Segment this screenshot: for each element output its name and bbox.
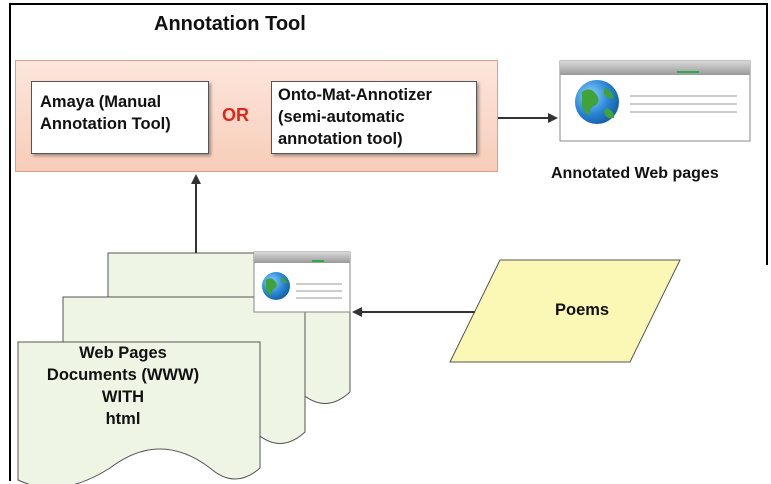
or-label: OR (222, 105, 249, 125)
documents-line-4: html (105, 410, 141, 428)
onto-line-3: annotation tool) (278, 130, 403, 148)
onto-line-2: (semi-automatic (278, 108, 405, 126)
amaya-tool-box: Amaya (Manual Annotation Tool) (31, 81, 209, 154)
documents-line-3: WITH (101, 388, 145, 406)
annotated-web-pages-label: Annotated Web pages (551, 165, 719, 182)
browser-globe-icon (559, 60, 751, 142)
documents-line-1: Web Pages (79, 344, 167, 362)
frame-top-border (9, 3, 768, 5)
amaya-line-2: Annotation Tool) (40, 115, 171, 133)
frame-right-border (766, 3, 768, 265)
poems-shape (449, 259, 681, 363)
diagram-title: Annotation Tool (154, 13, 306, 35)
frame-left-lower-border (9, 458, 11, 481)
frame-left-border (9, 3, 11, 481)
onto-mat-tool-box: Onto-Mat-Annotizer (semi-automatic annot… (271, 81, 477, 154)
documents-label: Web Pages Documents (WWW) WITH html (18, 342, 228, 430)
browser-globe-icon (253, 251, 351, 313)
document-front (17, 341, 261, 484)
amaya-line-1: Amaya (Manual (40, 93, 162, 111)
onto-line-1: Onto-Mat-Annotizer (278, 86, 432, 104)
documents-line-2: Documents (WWW) (46, 366, 200, 384)
poems-label: Poems (555, 301, 610, 319)
